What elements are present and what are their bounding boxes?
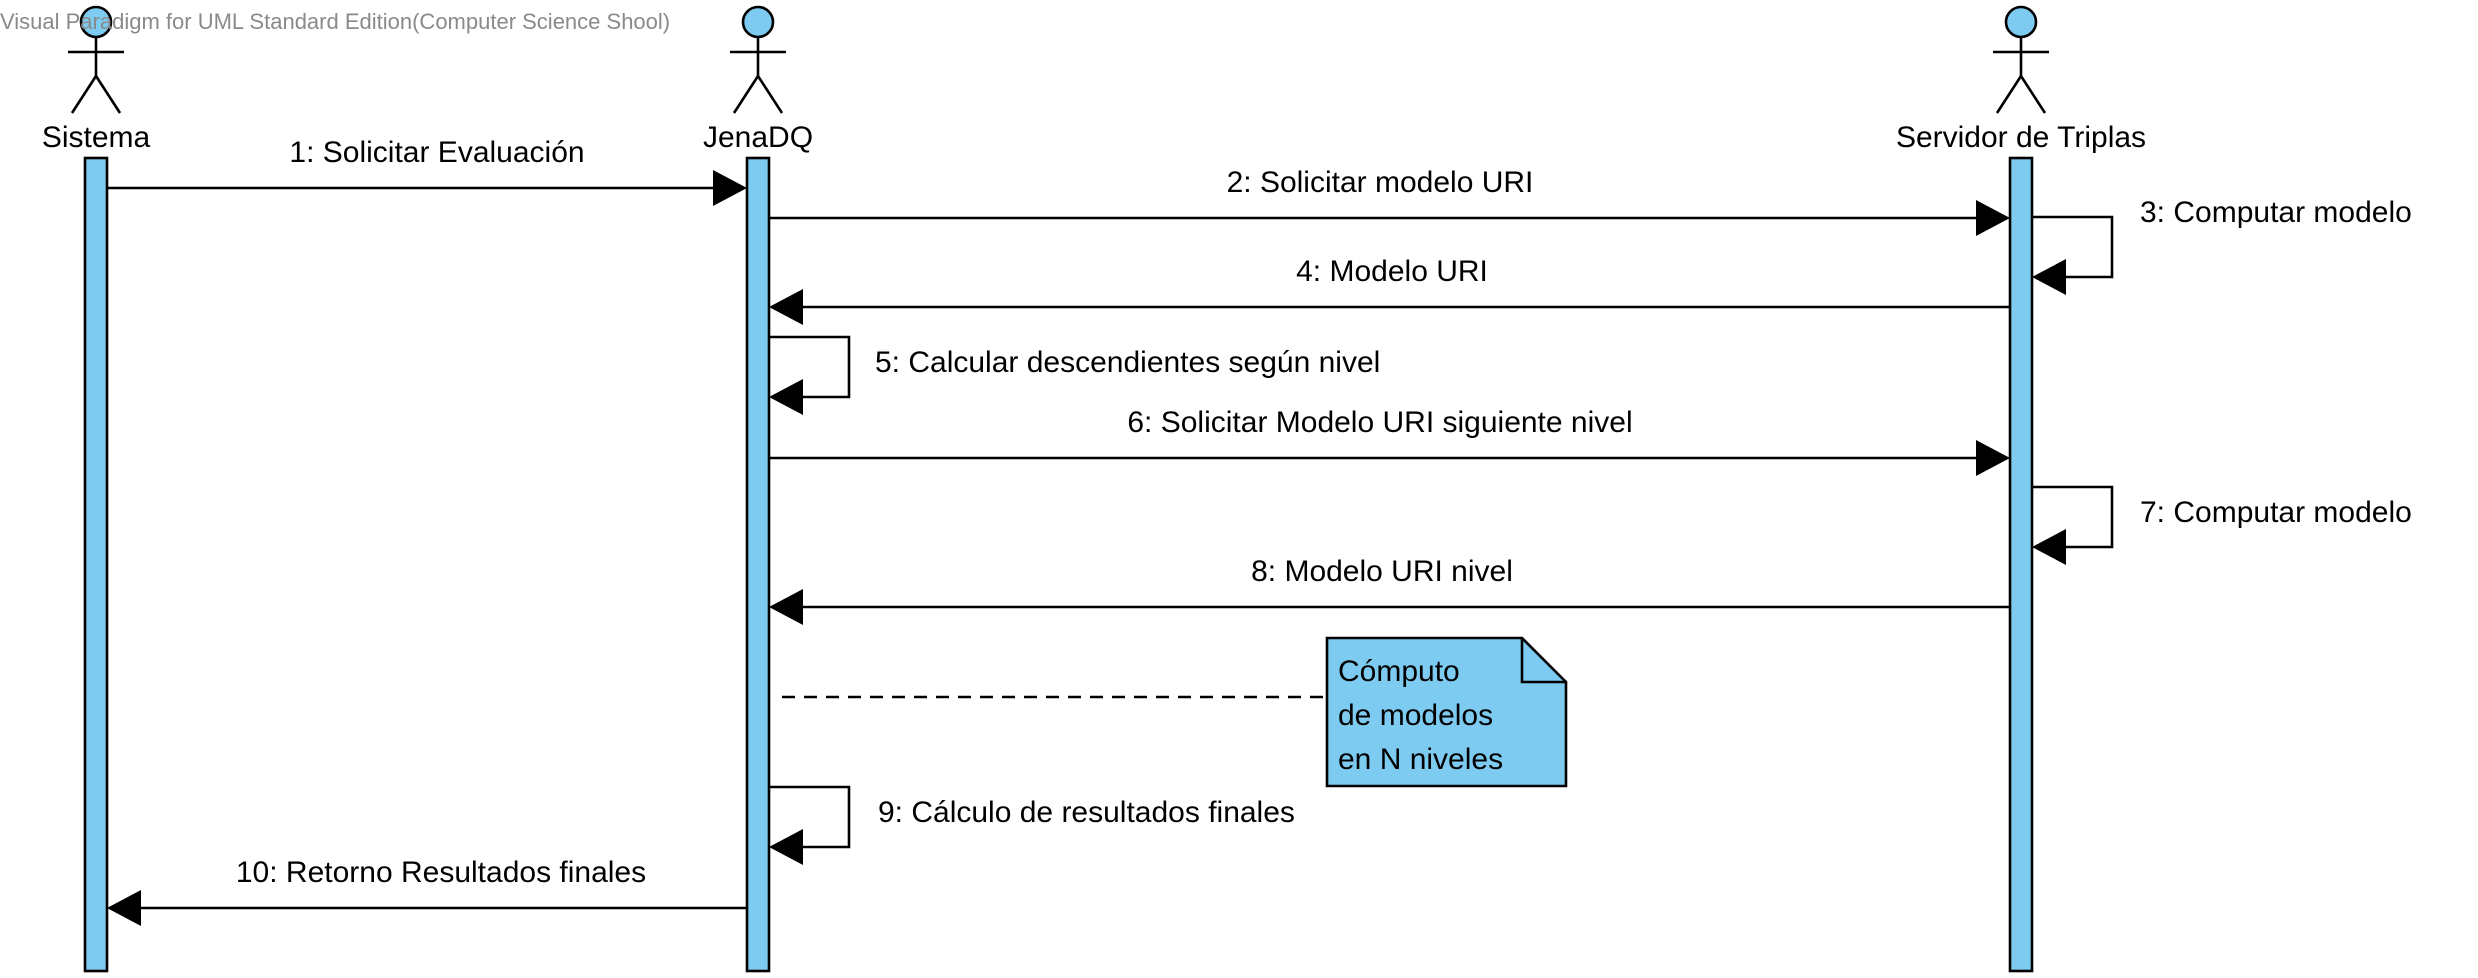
lifeline-sistema[interactable] (83, 156, 109, 973)
arrowhead-icon (769, 589, 803, 625)
arrowhead-icon (1976, 440, 2010, 476)
message-label: 8: Modelo URI nivel (1251, 555, 1513, 588)
arrowhead-icon (769, 829, 803, 865)
stick-figure-icon (1993, 5, 2049, 114)
message-5[interactable]: 5: Calcular descendientes según nivel (769, 335, 1380, 415)
message-1[interactable]: 1: Solicitar Evaluación (107, 136, 747, 206)
note-fold (1520, 638, 1566, 684)
message-label: 2: Solicitar modelo URI (1227, 166, 1534, 199)
lifeline-jenadq[interactable] (745, 156, 771, 973)
arrowhead-icon (769, 379, 803, 415)
message-label: 5: Calcular descendientes según nivel (875, 346, 1380, 379)
actor-servidor[interactable]: Servidor de Triplas (1896, 5, 2146, 154)
arrowhead-icon (2032, 529, 2066, 565)
arrowhead-icon (769, 289, 803, 325)
actor-name: Servidor de Triplas (1896, 121, 2146, 154)
message-label: 6: Solicitar Modelo URI siguiente nivel (1127, 406, 1632, 439)
note-line: en N niveles (1338, 743, 1503, 776)
actor-jenadq[interactable]: JenaDQ (703, 5, 813, 154)
arrowhead-icon (713, 170, 747, 206)
message-label: 10: Retorno Resultados finales (236, 856, 646, 889)
stick-figure-icon (730, 5, 786, 114)
message-6[interactable]: 6: Solicitar Modelo URI siguiente nivel (769, 406, 2010, 476)
message-label: 9: Cálculo de resultados finales (878, 796, 1295, 829)
arrowhead-icon (107, 890, 141, 926)
arrowhead-icon (1976, 200, 2010, 236)
message-2[interactable]: 2: Solicitar modelo URI (769, 166, 2010, 236)
stick-figure-icon (68, 5, 124, 114)
actor-sistema[interactable]: Sistema (42, 5, 151, 154)
lifeline-servidor[interactable] (2008, 156, 2034, 973)
message-8[interactable]: 8: Modelo URI nivel (769, 555, 2010, 625)
arrowhead-icon (2032, 259, 2066, 295)
watermark-text: Visual Paradigm for UML Standard Edition… (0, 9, 670, 34)
message-label: 4: Modelo URI (1296, 255, 1488, 288)
message-4[interactable]: 4: Modelo URI (769, 255, 2010, 325)
message-7[interactable]: 7: Computar modelo (2032, 485, 2412, 565)
message-label: 1: Solicitar Evaluación (289, 136, 584, 169)
message-label: 7: Computar modelo (2140, 496, 2412, 529)
actor-name: Sistema (42, 121, 151, 154)
note-line: Cómputo (1338, 655, 1460, 688)
message-10[interactable]: 10: Retorno Resultados finales (107, 856, 747, 926)
message-9[interactable]: 9: Cálculo de resultados finales (769, 785, 1295, 865)
message-label: 3: Computar modelo (2140, 196, 2412, 229)
actor-name: JenaDQ (703, 121, 813, 154)
note-shape (1325, 636, 1568, 788)
note[interactable]: Cómputo de modelos en N niveles (782, 636, 1568, 788)
note-line: de modelos (1338, 699, 1493, 732)
message-3[interactable]: 3: Computar modelo (2032, 196, 2412, 295)
